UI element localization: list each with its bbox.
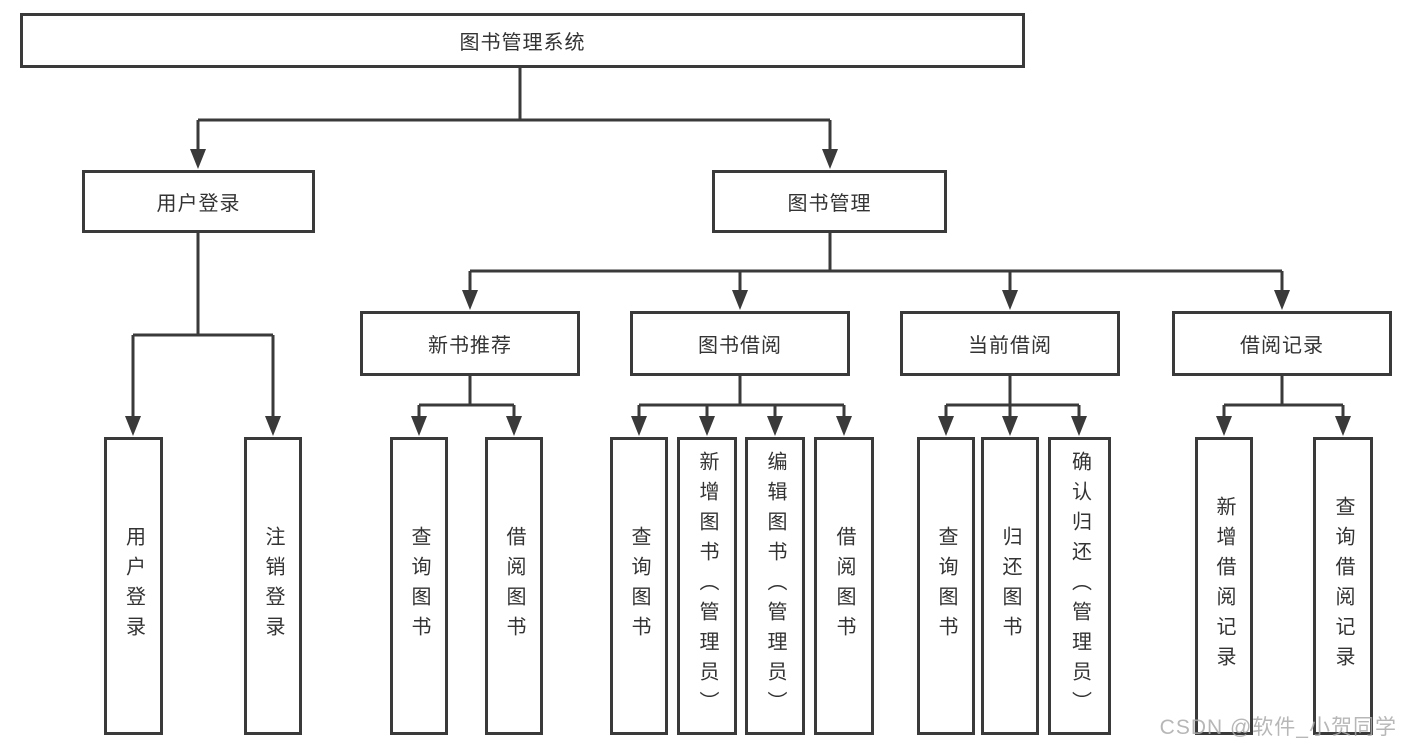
node-borrow-record-label: 借阅记录 [1240, 335, 1324, 357]
leaf-logout-label: 注销登录 [262, 526, 284, 646]
leaf-br-add-record: 新增借阅记录 [1195, 437, 1253, 735]
leaf-rec-query-book-label: 查询图书 [408, 526, 430, 646]
leaf-logout: 注销登录 [244, 437, 302, 735]
node-user-login-branch-label: 用户登录 [156, 193, 241, 215]
node-book-borrow: 图书借阅 [630, 311, 850, 376]
node-new-book-rec: 新书推荐 [360, 311, 580, 376]
node-root-label: 图书管理系统 [459, 32, 586, 54]
leaf-rec-borrow-book: 借阅图书 [485, 437, 543, 735]
leaf-br-query-record: 查询借阅记录 [1313, 437, 1373, 735]
leaf-rec-borrow-book-label: 借阅图书 [503, 526, 525, 646]
leaf-bb-query-book-label: 查询图书 [628, 526, 650, 646]
watermark: CSDN @软件_小贺同学 [1159, 716, 1397, 739]
leaf-cb-confirm-return: 确认归还（管理员） [1048, 437, 1111, 735]
leaf-bb-add-book: 新增图书（管理员） [677, 437, 737, 735]
node-borrow-record: 借阅记录 [1172, 311, 1392, 376]
leaf-bb-query-book: 查询图书 [610, 437, 668, 735]
leaf-br-add-record-label: 新增借阅记录 [1213, 496, 1235, 676]
leaf-br-query-record-label: 查询借阅记录 [1332, 496, 1354, 676]
leaf-bb-borrow-book: 借阅图书 [814, 437, 874, 735]
node-book-borrow-label: 图书借阅 [698, 335, 782, 357]
leaf-user-login: 用户登录 [104, 437, 163, 735]
leaf-cb-return-book-label: 归还图书 [999, 526, 1021, 646]
node-new-book-rec-label: 新书推荐 [428, 335, 512, 357]
leaf-bb-add-book-label: 新增图书（管理员） [696, 451, 718, 721]
node-root: 图书管理系统 [20, 13, 1025, 68]
leaf-rec-query-book: 查询图书 [390, 437, 448, 735]
leaf-bb-edit-book: 编辑图书（管理员） [745, 437, 805, 735]
leaf-user-login-label: 用户登录 [122, 526, 145, 646]
node-user-login-branch: 用户登录 [82, 170, 315, 233]
node-book-mgmt-branch: 图书管理 [712, 170, 947, 233]
leaf-bb-edit-book-label: 编辑图书（管理员） [764, 451, 786, 721]
node-current-borrow-label: 当前借阅 [968, 335, 1052, 357]
leaf-cb-query-book-label: 查询图书 [935, 526, 957, 646]
leaf-cb-query-book: 查询图书 [917, 437, 975, 735]
leaf-cb-return-book: 归还图书 [981, 437, 1039, 735]
node-current-borrow: 当前借阅 [900, 311, 1120, 376]
node-book-mgmt-branch-label: 图书管理 [787, 193, 872, 215]
leaf-bb-borrow-book-label: 借阅图书 [833, 526, 855, 646]
leaf-cb-confirm-return-label: 确认归还（管理员） [1068, 451, 1091, 721]
